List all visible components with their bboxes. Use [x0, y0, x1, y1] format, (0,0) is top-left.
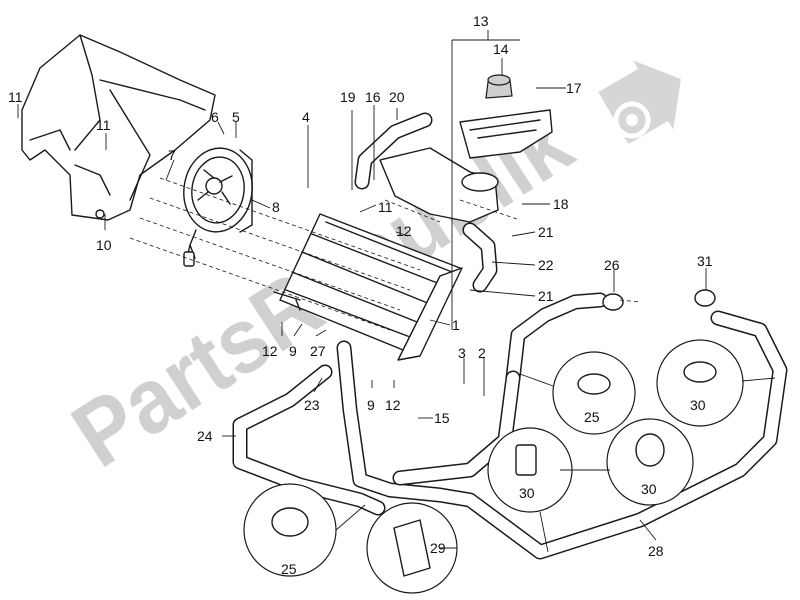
callout-15: 15	[434, 410, 450, 426]
callout-18: 18	[553, 196, 569, 212]
callout-9b: 9	[367, 397, 375, 413]
callout-11a: 11	[8, 89, 23, 105]
callout-14: 14	[493, 41, 509, 57]
callout-3: 3	[458, 345, 466, 361]
fan-shroud	[21, 34, 216, 221]
callout-27: 27	[310, 343, 326, 359]
callout-23: 23	[304, 397, 320, 413]
callout-29: 29	[430, 540, 446, 556]
callout-17: 17	[566, 80, 582, 96]
callout-16: 16	[365, 89, 381, 105]
callout-10: 10	[96, 237, 112, 253]
callout-21a: 21	[538, 224, 554, 240]
upper-small-hoses	[354, 112, 498, 293]
tank-cap	[485, 74, 513, 99]
watermark-gear-icon	[598, 60, 681, 144]
radiator	[273, 213, 463, 361]
callout-2: 2	[478, 345, 486, 361]
callout-11c: 11	[378, 199, 393, 215]
callout-22: 22	[538, 257, 554, 273]
coolant-hoses	[232, 292, 788, 560]
hose-clamps	[602, 289, 716, 311]
callout-25b: 25	[281, 561, 297, 577]
callout-1: 1	[452, 317, 460, 333]
callout-25a: 25	[584, 409, 600, 425]
callout-7: 7	[168, 147, 176, 163]
cooling-fan	[183, 147, 253, 267]
callout-11b: 11	[96, 117, 111, 133]
callout-20: 20	[389, 89, 405, 105]
callout-4: 4	[302, 109, 310, 125]
callout-13: 13	[473, 13, 489, 29]
callout-labels: 1 2 3 4 5 6 7 8 9 9 10 11 11 11 12 12 12…	[8, 13, 713, 577]
detail-circles	[243, 339, 776, 594]
callout-6: 6	[211, 109, 219, 125]
callout-30a: 30	[690, 397, 706, 413]
callout-9a: 9	[289, 343, 297, 359]
callout-8: 8	[272, 199, 280, 215]
callout-5: 5	[232, 109, 240, 125]
callout-19: 19	[340, 89, 356, 105]
callout-30b: 30	[519, 485, 535, 501]
callout-12a: 12	[396, 223, 412, 239]
callout-21b: 21	[538, 288, 554, 304]
expansion-tank	[379, 109, 553, 223]
callout-12c: 12	[385, 397, 401, 413]
callout-24: 24	[197, 428, 213, 444]
callout-28: 28	[648, 543, 664, 559]
callout-31: 31	[697, 253, 713, 269]
callout-26: 26	[604, 257, 620, 273]
leader-lines	[17, 30, 707, 541]
callout-30c: 30	[641, 481, 657, 497]
callout-12b: 12	[262, 343, 278, 359]
